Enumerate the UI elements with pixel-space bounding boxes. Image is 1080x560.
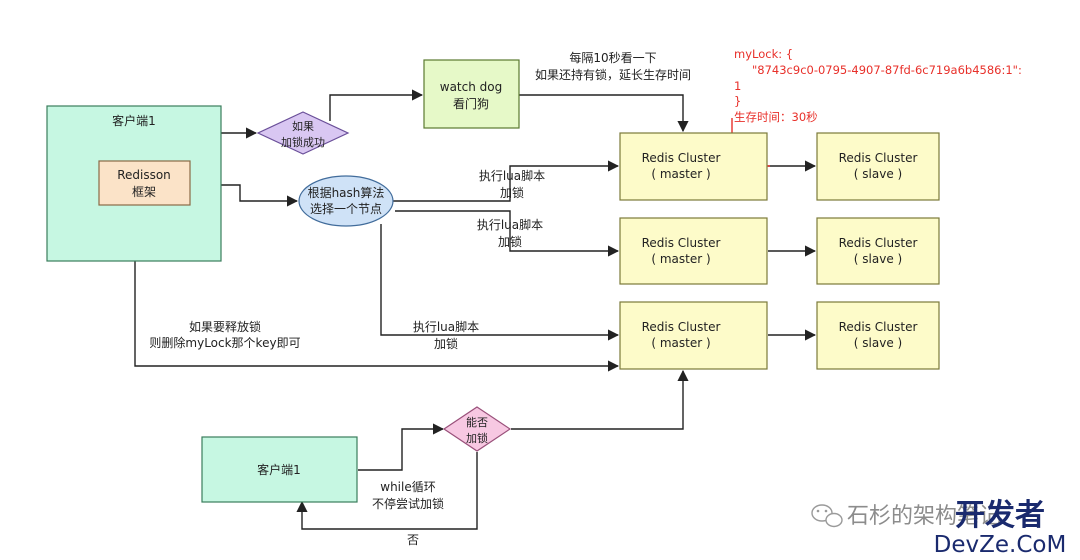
- lock-json-line-3: 1: [734, 79, 741, 93]
- redis-master-3: [619, 301, 768, 370]
- lock-json-line-2: "8743c9c0-0795-4907-87fd-6c719a6b4586:1"…: [752, 63, 1022, 77]
- hash-node-label-2: 选择一个节点: [310, 202, 382, 216]
- redis-slave-2-label-1: Redis Cluster: [839, 236, 918, 250]
- redis-slave-1-label-2: ( slave ): [854, 167, 902, 181]
- redis-master-1: [619, 132, 768, 201]
- redis-cluster-row-2: Redis Cluster ( master ) Redis Cluster (…: [619, 217, 940, 285]
- brand-bottom: DevZe.CoM: [934, 532, 1067, 558]
- lua-label-1-line-2: 加锁: [500, 185, 524, 200]
- hash-node-label-1: 根据hash算法: [308, 185, 385, 200]
- lua-label-2-line-1: 执行lua脚本: [477, 217, 543, 232]
- watchdog-box: [423, 59, 520, 129]
- redis-slave-2: [816, 217, 940, 285]
- lock-json-line-1: myLock: {: [734, 47, 793, 61]
- redis-slave-3-label-1: Redis Cluster: [839, 320, 918, 334]
- connector-hash-to-master-1: [390, 160, 620, 202]
- watchdog-note-2: 如果还持有锁，延长生存时间: [535, 67, 691, 82]
- decision-can-lock: [442, 406, 512, 452]
- redis-slave-3-label-2: ( slave ): [854, 336, 902, 350]
- decision-lock-label-2: 加锁成功: [281, 135, 325, 149]
- lock-json-annotation: myLock: { "8743c9c0-0795-4907-87fd-6c719…: [734, 47, 1022, 124]
- while-note-2: 不停尝试加锁: [372, 496, 444, 511]
- watermark: 石杉的架构笔记 开发者 DevZe.CoM: [811, 498, 1067, 558]
- client-bottom-title: 客户端1: [257, 462, 301, 477]
- client-bottom-box: [201, 436, 358, 503]
- connector-client-to-master-3: [134, 260, 620, 372]
- redis-master-2-label-2: ( master ): [651, 252, 710, 266]
- redis-cluster-row-3: Redis Cluster ( master ) Redis Cluster (…: [619, 301, 940, 370]
- connector-decision-to-watchdog: [329, 89, 424, 121]
- redis-slave-1: [816, 132, 940, 201]
- no-label: 否: [407, 533, 419, 547]
- redisson-label-1: Redisson: [117, 168, 171, 182]
- connector-no-loop: [296, 452, 478, 530]
- lua-label-2-line-2: 加锁: [498, 234, 522, 249]
- redis-master-3-label-2: ( master ): [651, 336, 710, 350]
- hash-node: [298, 175, 394, 227]
- connector-can-lock-to-master-3: [511, 369, 689, 430]
- redisson-label-2: 框架: [132, 185, 156, 199]
- lua-label-3-line-2: 加锁: [434, 336, 458, 351]
- while-note-1: while循环: [380, 480, 435, 494]
- decision-can-lock-label-1: 能否: [466, 415, 488, 429]
- lua-label-1-line-1: 执行lua脚本: [479, 168, 545, 183]
- redis-master-2-label-1: Redis Cluster: [642, 236, 721, 250]
- connector-hash-to-master-3: [380, 224, 620, 341]
- release-note-1: 如果要释放锁: [189, 319, 261, 334]
- redis-slave-2-label-2: ( slave ): [854, 252, 902, 266]
- wechat-icon: [811, 504, 843, 528]
- redis-slave-1-label-1: Redis Cluster: [839, 151, 918, 165]
- lock-json-line-4: }: [734, 94, 741, 108]
- redis-slave-3: [816, 301, 940, 370]
- release-note-2: 则删除myLock那个key即可: [149, 335, 300, 350]
- lua-label-3-line-1: 执行lua脚本: [413, 319, 479, 334]
- redis-master-1-label-2: ( master ): [651, 167, 710, 181]
- redis-cluster-row-1: Redis Cluster ( master ) Redis Cluster (…: [619, 132, 940, 201]
- redis-master-3-label-1: Redis Cluster: [642, 320, 721, 334]
- connector-watchdog-to-master-1: [519, 94, 689, 133]
- redisson-box: [98, 160, 191, 206]
- client-top-title: 客户端1: [112, 113, 156, 128]
- redis-master-2: [619, 217, 768, 285]
- connector-hash-to-master-2: [395, 210, 620, 257]
- brand-top: 开发者: [955, 498, 1045, 533]
- watchdog-label-1: watch dog: [440, 80, 502, 94]
- watermark-text: 石杉的架构笔记: [847, 504, 1001, 529]
- lock-json-line-5: 生存时间：30秒: [734, 110, 818, 124]
- connector-client-to-can-lock: [358, 423, 445, 471]
- decision-can-lock-label-2: 加锁: [466, 431, 488, 445]
- decision-lock-success: [256, 111, 350, 155]
- redis-master-1-label-1: Redis Cluster: [642, 151, 721, 165]
- decision-lock-label-1: 如果: [292, 119, 314, 133]
- watchdog-label-2: 看门狗: [453, 96, 489, 111]
- watchdog-note-1: 每隔10秒看一下: [569, 50, 656, 65]
